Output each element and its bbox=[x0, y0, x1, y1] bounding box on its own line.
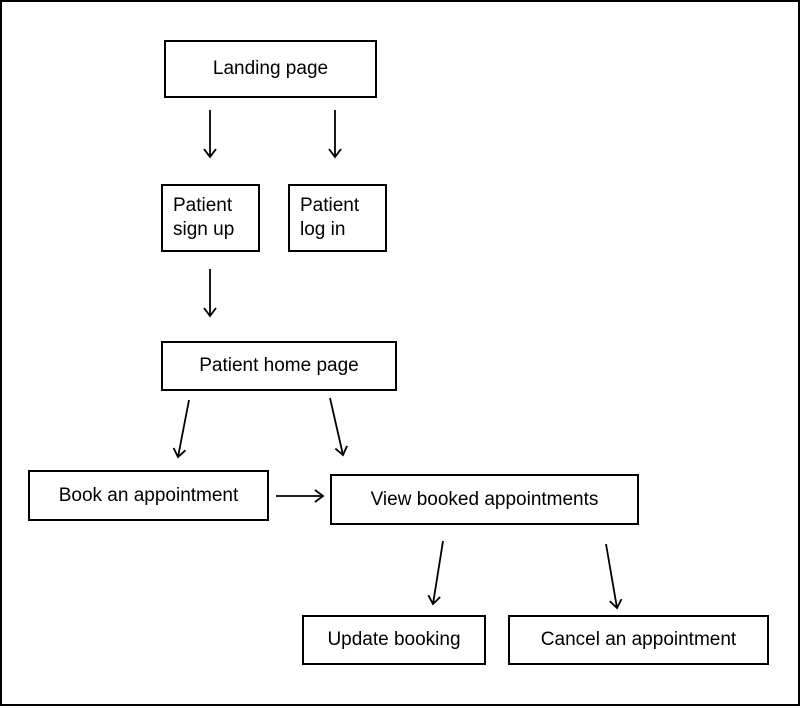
patient-home-page-label: Patient home page bbox=[199, 355, 359, 376]
view-booked-appointments-label: View booked appointments bbox=[370, 488, 599, 510]
patient-sign-up-label-line2: sign up bbox=[173, 219, 235, 240]
cancel-appointment-label: Cancel an appointment bbox=[540, 629, 737, 650]
update-booking-label: Update booking bbox=[327, 629, 461, 650]
cancel-appointment-node: Cancel an appointment bbox=[508, 615, 769, 665]
arrow-home-to-book bbox=[172, 399, 190, 459]
landing-page-label: Landing page bbox=[212, 58, 329, 79]
book-appointment-node: Book an appointment bbox=[28, 470, 269, 521]
view-booked-appointments-node: View booked appointments bbox=[330, 474, 639, 525]
patient-sign-up-node: Patient sign up bbox=[161, 184, 260, 252]
arrow-view-to-cancel bbox=[605, 543, 623, 610]
landing-page-node: Landing page bbox=[164, 40, 377, 98]
update-booking-node: Update booking bbox=[302, 615, 486, 665]
patient-log-in-node: Patient log in bbox=[288, 184, 387, 252]
arrow-view-to-update bbox=[427, 540, 444, 606]
patient-home-page-node: Patient home page bbox=[161, 341, 397, 391]
book-appointment-label: Book an appointment bbox=[58, 484, 239, 506]
patient-log-in-label-line2: log in bbox=[300, 219, 346, 240]
arrow-home-to-view bbox=[329, 397, 348, 457]
patient-sign-up-label-line1: Patient bbox=[173, 195, 233, 216]
patient-log-in-label-line1: Patient bbox=[300, 195, 360, 216]
